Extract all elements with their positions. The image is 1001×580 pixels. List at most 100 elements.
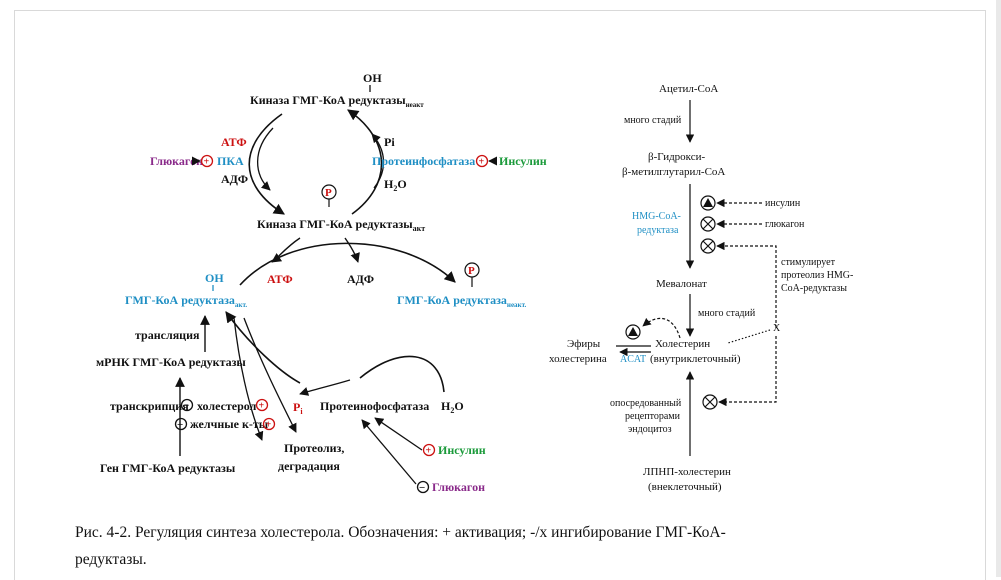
atf-top-label: АТФ	[221, 135, 247, 149]
pka-label: ПКА	[217, 154, 244, 168]
minus-sign: −	[183, 400, 189, 412]
plus-sign: +	[266, 420, 272, 431]
adf-mid-label: АДФ	[347, 272, 374, 286]
h2o-bottom-label: H2O	[441, 399, 464, 415]
glucagon-bottom-arrow	[361, 419, 417, 485]
phosphate-symbol: P	[468, 265, 475, 277]
glucagon-bottom-label: Глюкагон	[432, 480, 485, 494]
cholesterol-label-2: (внутриклеточный)	[650, 353, 741, 365]
x-mark-label: X	[773, 323, 781, 334]
atf-adf-arrow	[257, 127, 274, 191]
reductase-inactivation-arrow	[239, 242, 456, 286]
hmgcoa-active-label: ГМГ-КоА редуктазаакт.	[125, 293, 247, 309]
proteolysis-dashed-arrow	[716, 241, 777, 328]
right-scheme: Ацетил-CoA много стадий β-Гидрокси- β-ме…	[549, 83, 853, 493]
inhibition-icon	[700, 238, 716, 254]
esters-label-1: Эфиры	[567, 338, 601, 350]
adf-mid-arrow	[344, 237, 360, 263]
insulin-bottom-arrow	[374, 417, 423, 451]
mediated-label-3: эндоцитоз	[628, 424, 672, 435]
hmgcoa-inactive-label: ГМГ-КоА редуктазанеакт.	[397, 293, 526, 309]
plus-icon	[200, 154, 214, 168]
atf-mid-label: АТФ	[267, 272, 293, 286]
caption-line-2: редуктазы.	[75, 551, 147, 568]
insulin-bottom-label: Инсулин	[438, 443, 486, 457]
plus-icon	[262, 417, 276, 431]
kinase-active-label: Киназа ГМГ-КоА редуктазыакт	[257, 217, 425, 233]
proteinphosphatase-bottom-label: Протеинофосфатаза	[320, 399, 429, 413]
minus-sign: −	[177, 419, 183, 431]
stimulates-label-1: стимулирует	[781, 257, 836, 268]
inhibition-icon	[700, 216, 716, 232]
minus-icon	[180, 398, 194, 412]
proteolysis-arrow-2	[233, 317, 264, 441]
phosphate-symbol: P	[325, 187, 332, 199]
plus-sign: +	[204, 157, 210, 168]
pi-top-label: Pi	[384, 135, 395, 149]
plus-sign: +	[426, 446, 432, 457]
minus-sign: −	[419, 482, 425, 494]
adf-top-label: АДФ	[221, 172, 248, 186]
kinase-activation-arrow	[248, 113, 285, 215]
glucagon-top-label: Глюкагон	[150, 154, 203, 168]
minus-icon	[174, 417, 188, 431]
cholesterol-label-1: Холестерин	[655, 338, 710, 350]
hmg-label-1: β-Гидрокси-	[648, 151, 706, 163]
many-stages-label-1: много стадий	[624, 115, 682, 126]
endocytosis-dashed-arrow	[718, 336, 777, 407]
glucagon-label: глюкагон	[765, 219, 805, 230]
cross-icon	[702, 240, 714, 252]
figure-caption: Рис. 4-2. Регуляция синтеза холестерола.…	[75, 519, 955, 573]
figure-frame	[14, 10, 986, 580]
insulin-label: инсулин	[765, 198, 801, 209]
proteinphosphatase-top-label: Протеинфосфатаза	[372, 154, 475, 168]
acat-dashed-arrow	[642, 317, 681, 339]
hmg-label-2: β-метилглутарил-CoA	[622, 166, 725, 178]
proteolysis-label-2: деградация	[278, 459, 340, 473]
ldl-label-1: ЛПНП-холестерин	[643, 466, 731, 478]
plus-sign: +	[259, 401, 265, 412]
gene-label: Ген ГМГ-КоА редуктазы	[100, 461, 236, 475]
plus-sign: +	[479, 157, 485, 168]
pi-release-arrow	[299, 379, 351, 396]
stimulates-label-3: CoA-редуктазы	[781, 283, 847, 294]
many-stages-label-2: много стадий	[698, 308, 756, 319]
inhibition-icon	[702, 394, 718, 410]
cholesterol-dotted-line	[727, 329, 771, 344]
oh-top-label: ОН	[363, 71, 382, 85]
proteolysis-arrow	[243, 317, 297, 433]
esters-label-2: холестерина	[549, 353, 607, 365]
cross-icon	[704, 396, 716, 408]
ldl-label-2: (внеклеточный)	[648, 481, 722, 493]
translation-label: трансляция	[135, 328, 200, 342]
oh-mid-label: ОН	[205, 271, 224, 285]
stimulates-label-2: протеолиз HMG-	[781, 270, 853, 281]
cholesterol-label: холестерол	[197, 399, 257, 413]
reductase-return-arc	[359, 355, 445, 393]
acat-label: ACAT	[620, 354, 646, 365]
mevalonate-label: Мевалонат	[656, 278, 707, 290]
pi-bottom-label: Pi	[293, 400, 303, 416]
plus-icon	[255, 398, 269, 412]
h2o-top-label: H2O	[384, 177, 407, 193]
bile-acids-label: желчные к-ты	[190, 417, 269, 431]
pi-h2o-arrow	[371, 133, 385, 189]
activation-icon	[700, 195, 716, 211]
proteolysis-label-1: Протеолиз,	[284, 441, 344, 455]
insulin-top-label: Инсулин	[499, 154, 547, 168]
triangle-icon	[628, 327, 638, 336]
kinase-inactivation-arrow	[347, 109, 383, 215]
acetyl-coa-label: Ацетил-CoA	[659, 83, 718, 95]
mediated-label-1: опосредованный	[610, 398, 682, 409]
mrna-label: мРНК ГМГ-КоА редуктазы	[96, 355, 246, 369]
transcription-label: транскрипция	[110, 399, 189, 413]
triangle-icon	[703, 198, 713, 207]
reductase-activation-arrow	[225, 311, 301, 384]
plus-icon	[422, 443, 436, 457]
left-scheme: ОН Киназа ГМГ-КоА редуктазынеакт АТФ Глю…	[96, 71, 547, 494]
kinase-inactive-label: Киназа ГМГ-КоА редуктазынеакт	[250, 93, 424, 109]
mediated-label-2: рецепторами	[625, 411, 681, 422]
plus-icon	[475, 154, 489, 168]
scrollbar-track[interactable]	[996, 0, 1001, 577]
